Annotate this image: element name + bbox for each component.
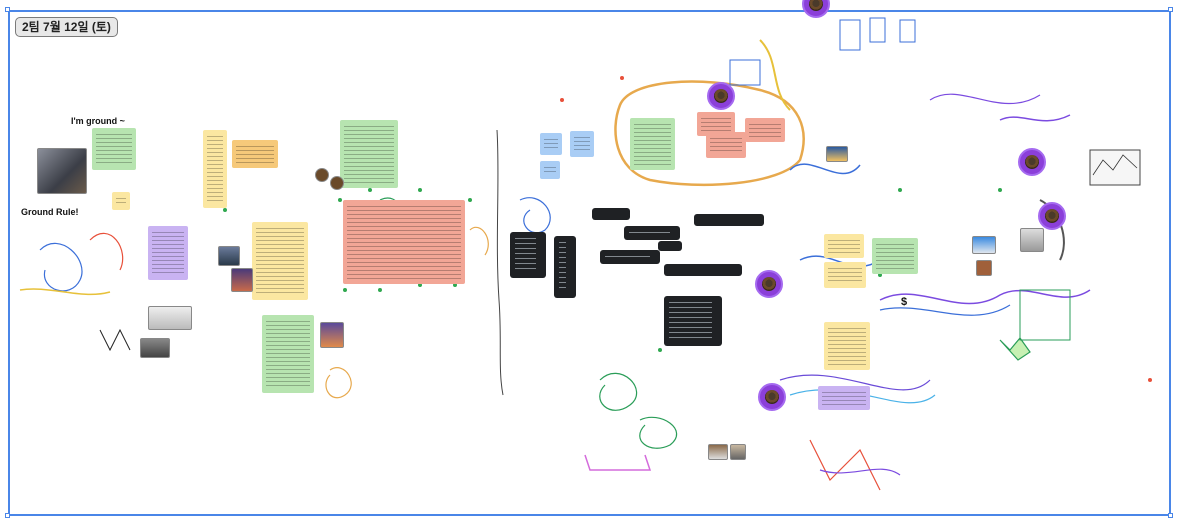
code-card-8[interactable] xyxy=(664,264,742,276)
avatar-collaborator-4[interactable] xyxy=(1018,148,1046,176)
sticky-note-green-center[interactable] xyxy=(630,118,675,170)
code-card-1[interactable] xyxy=(510,232,546,278)
frame-handle-top-left[interactable] xyxy=(5,7,10,12)
photo-thumbnail-3[interactable] xyxy=(148,306,192,330)
avatar-collaborator-5[interactable] xyxy=(1038,202,1066,230)
sticky-note-yellow-small[interactable] xyxy=(112,192,130,210)
avatar-collaborator-6[interactable] xyxy=(802,0,830,18)
code-card-3[interactable] xyxy=(592,208,630,220)
sticky-note-blue-2[interactable] xyxy=(570,131,594,157)
sticky-note-blue-3[interactable] xyxy=(540,161,560,179)
sticky-note-yellow-right-3[interactable] xyxy=(824,322,870,370)
photo-room[interactable] xyxy=(37,148,87,194)
sticky-note-red-center-3[interactable] xyxy=(706,132,746,158)
photo-thumbnail-2[interactable] xyxy=(231,268,253,292)
photo-right-1[interactable] xyxy=(972,236,996,254)
code-card-4[interactable] xyxy=(624,226,680,240)
photo-right-4[interactable] xyxy=(826,146,848,162)
sticky-note-purple-left[interactable] xyxy=(148,226,188,280)
sticky-note-green-right[interactable] xyxy=(872,238,918,274)
sticky-note-yellow-left[interactable] xyxy=(203,130,227,208)
photo-right-6[interactable] xyxy=(730,444,746,460)
photo-right-5[interactable] xyxy=(708,444,728,460)
code-card-7[interactable] xyxy=(600,250,660,264)
frame-handle-top-right[interactable] xyxy=(1168,7,1173,12)
code-card-5[interactable] xyxy=(658,241,682,251)
board-frame xyxy=(8,10,1171,516)
photo-thumbnail-5[interactable] xyxy=(320,322,344,348)
sticky-note-red-large[interactable] xyxy=(343,200,465,284)
sticky-note-yellow-orange[interactable] xyxy=(232,140,278,168)
frame-date-label[interactable]: 2팀 7월 12일 (토) xyxy=(15,17,118,37)
sticky-note-blue-1[interactable] xyxy=(540,133,562,155)
sticky-note-green-bottom[interactable] xyxy=(262,315,314,393)
sticky-note-yellow-center[interactable] xyxy=(252,222,308,300)
photo-thumbnail-1[interactable] xyxy=(218,246,240,266)
sticky-note-yellow-right-2[interactable] xyxy=(824,262,866,288)
photo-right-2[interactable] xyxy=(976,260,992,276)
heading-im-ground[interactable]: I'm ground ~ xyxy=(71,116,125,126)
dollar-icon: $ xyxy=(901,296,908,308)
sticky-note-purple-right[interactable] xyxy=(818,386,870,410)
sticky-note-green-intro[interactable] xyxy=(92,128,136,170)
sticky-note-green-top[interactable] xyxy=(340,120,398,188)
code-card-2[interactable] xyxy=(554,236,576,298)
frame-handle-bottom-left[interactable] xyxy=(5,513,10,518)
sticky-note-red-center-2[interactable] xyxy=(745,118,785,142)
photo-thumbnail-4[interactable] xyxy=(140,338,170,358)
photo-right-3[interactable] xyxy=(1020,228,1044,252)
avatar-collaborator-2[interactable] xyxy=(755,270,783,298)
frame-handle-bottom-right[interactable] xyxy=(1168,513,1173,518)
code-card-6[interactable] xyxy=(694,214,764,226)
code-card-9[interactable] xyxy=(664,296,722,346)
photo-thumbnail-6[interactable] xyxy=(315,168,329,182)
avatar-collaborator-3[interactable] xyxy=(758,383,786,411)
sticky-note-yellow-right-1[interactable] xyxy=(824,234,864,258)
avatar-collaborator-1[interactable] xyxy=(707,82,735,110)
heading-ground-rule[interactable]: Ground Rule! xyxy=(21,207,79,217)
photo-thumbnail-7[interactable] xyxy=(330,176,344,190)
